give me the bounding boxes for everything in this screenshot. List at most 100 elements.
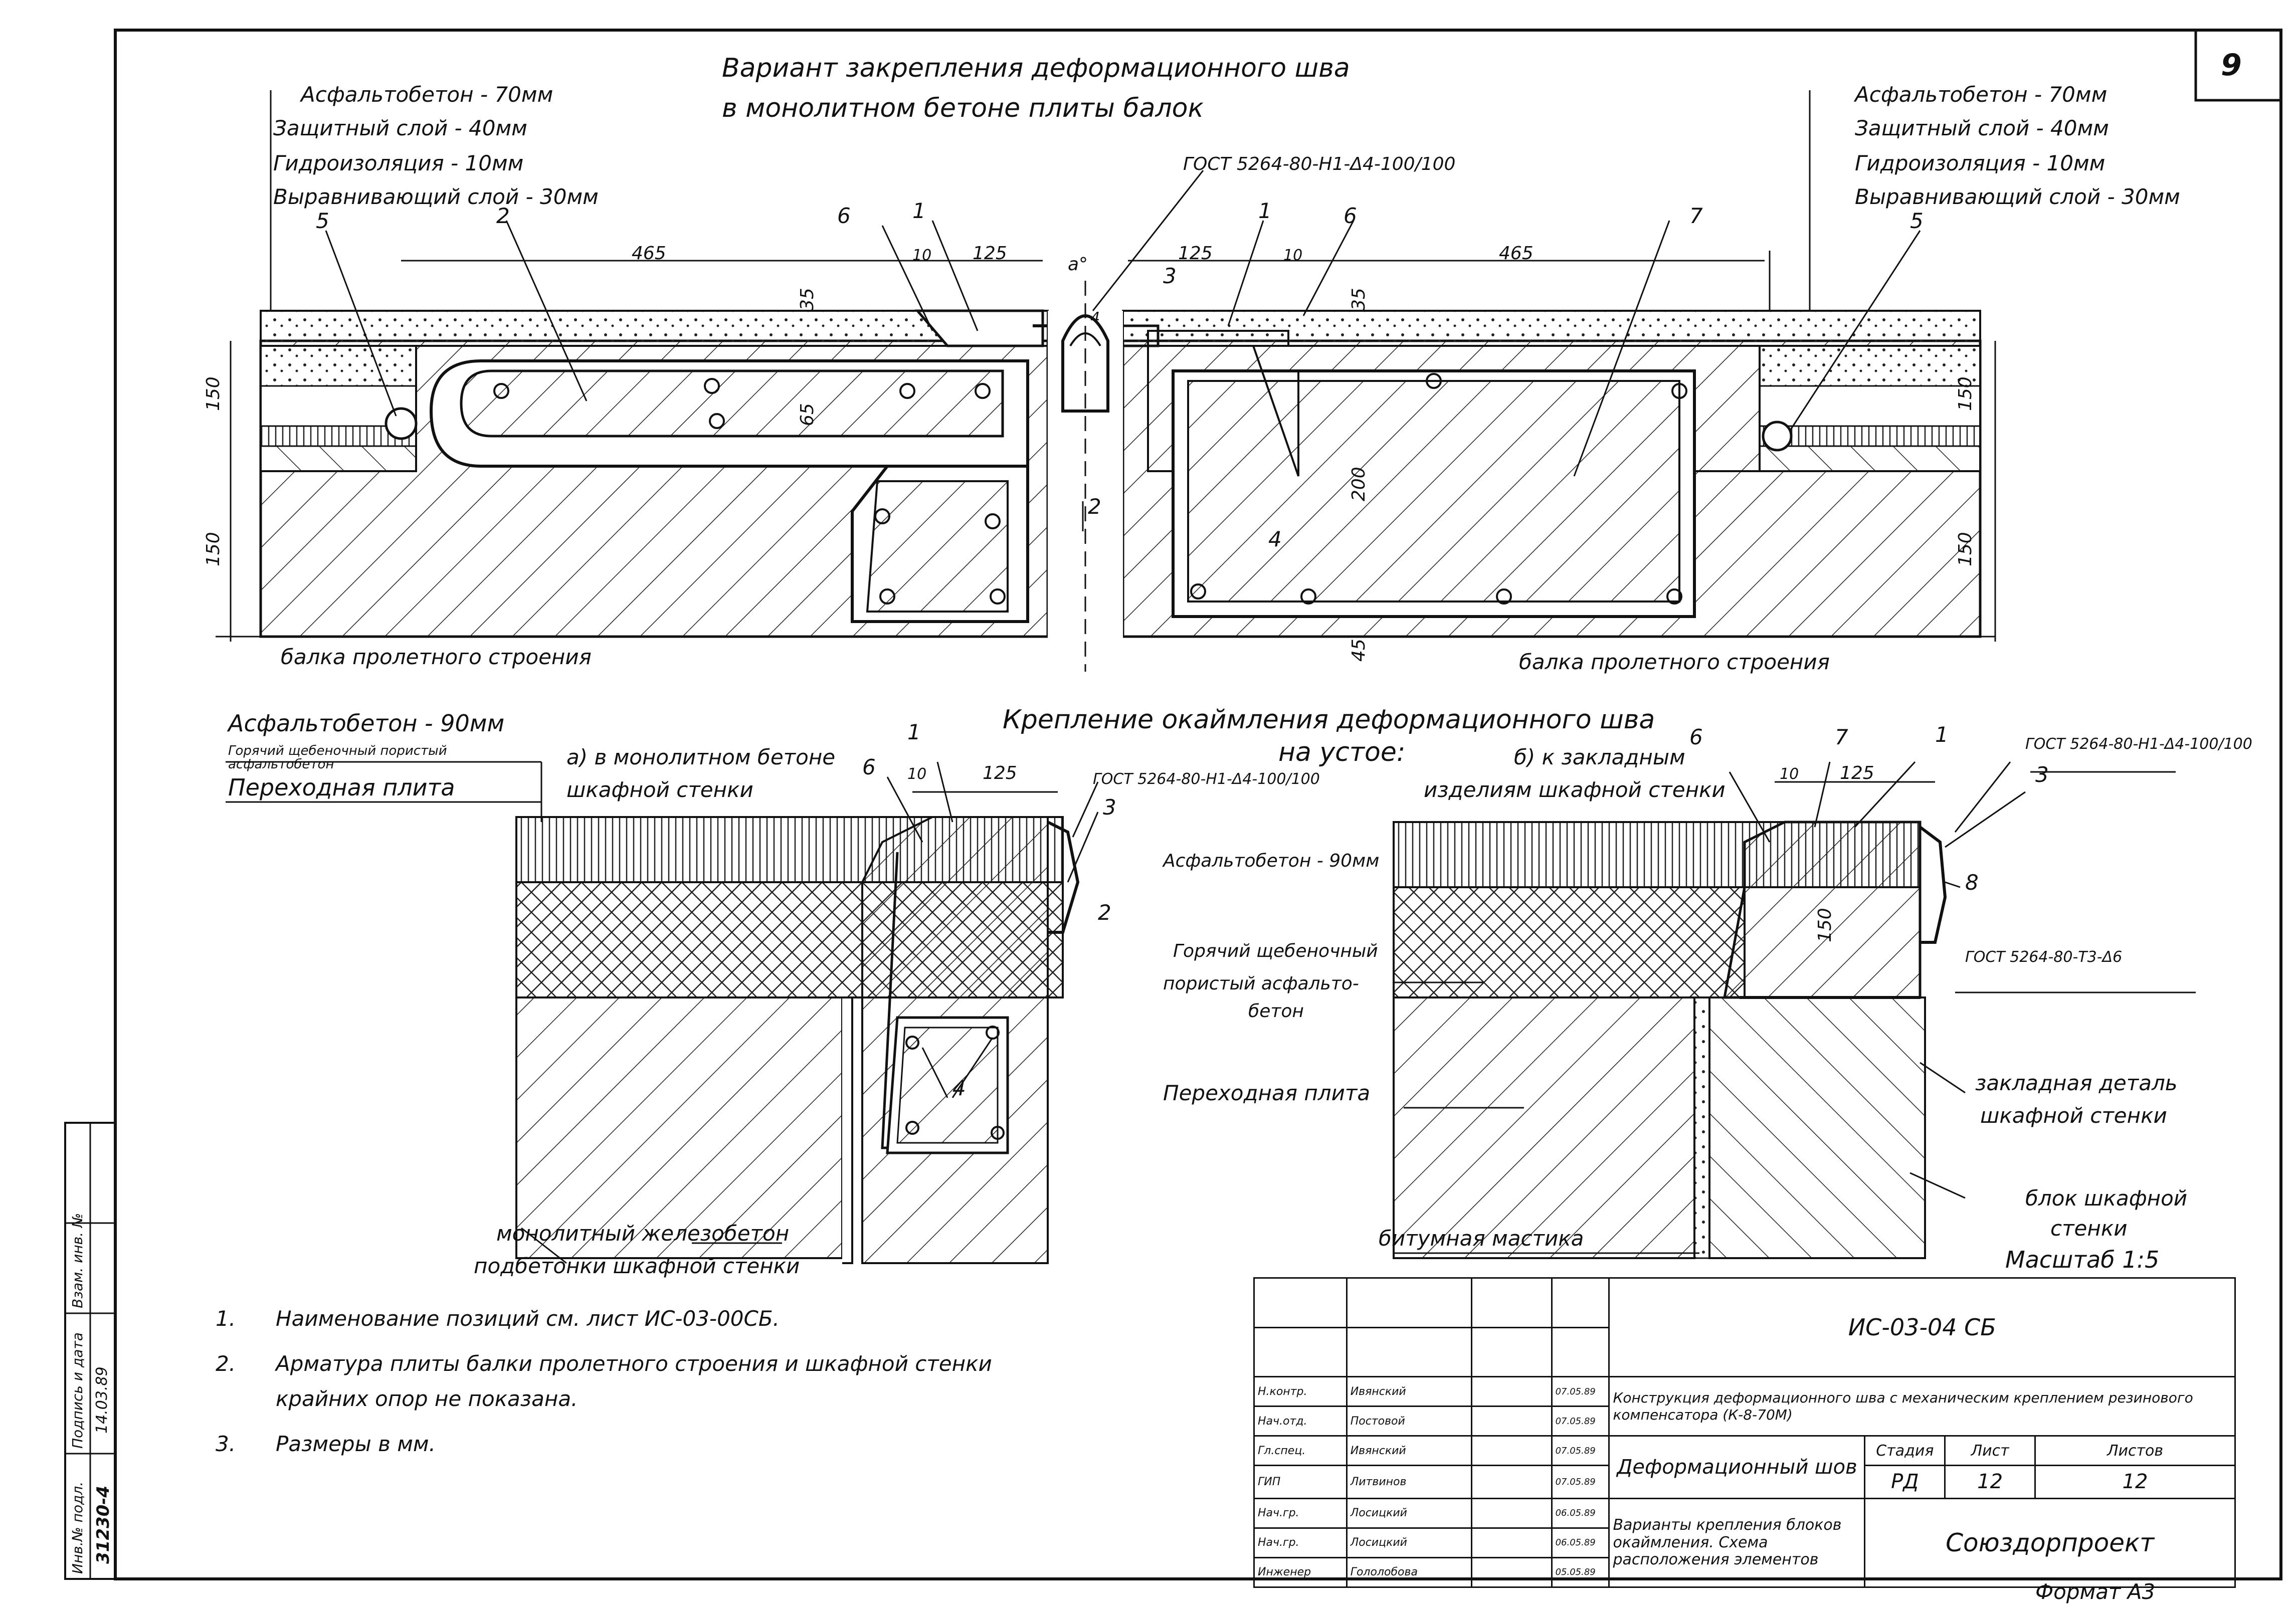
top-gost-label: ГОСТ 5264-80-Н1-Δ4-100/100 bbox=[1183, 154, 1456, 174]
dim-150-a: 150 bbox=[203, 376, 224, 411]
section-a-gost: ГОСТ 5264-80-Н1-Δ4-100/100 bbox=[1093, 770, 1320, 788]
dim-35-left: 35 bbox=[797, 288, 818, 311]
name-0: Ивянский bbox=[1346, 1376, 1473, 1408]
section-a-layer-transition: Переходная плита bbox=[228, 774, 455, 801]
dim-465-left: 465 bbox=[632, 243, 666, 264]
stage-label: Стадия bbox=[1864, 1435, 1946, 1467]
doc-name: Деформационный шов bbox=[1608, 1435, 1866, 1499]
section-a-callout-6: 6 bbox=[862, 755, 876, 779]
dim-125-right: 125 bbox=[1178, 243, 1213, 264]
dim-a-deg: a° bbox=[1068, 254, 1088, 275]
stage-value: РД bbox=[1864, 1465, 1946, 1499]
role-2: Гл.спец. bbox=[1253, 1435, 1348, 1467]
top-title-line2: в монолитном бетоне плиты балок bbox=[722, 93, 1204, 123]
callout-5-left: 5 bbox=[316, 209, 329, 233]
callout-2-bottom: 2 bbox=[1088, 494, 1101, 519]
section-b-title-line1: б) к закладным bbox=[1514, 745, 1685, 769]
section-a-title-line2: шкафной стенки bbox=[566, 777, 753, 802]
section-a-bottom-line2: подбетонки шкафной стенки bbox=[474, 1254, 800, 1278]
outer-frame bbox=[114, 29, 2282, 1580]
dim-10-left: 10 bbox=[912, 247, 932, 264]
section-b-callout-3: 3 bbox=[2035, 762, 2049, 787]
top-title-line1: Вариант закрепления деформационного шва bbox=[722, 53, 1350, 83]
side-stamp-inv: Инв.№ подл. bbox=[69, 1481, 86, 1574]
layer-right-1: Асфальтобетон - 70мм bbox=[1855, 82, 2108, 107]
section-b-callout-1: 1 bbox=[1935, 722, 1949, 747]
sheet-title: Варианты крепления блоков окаймления. Сх… bbox=[1608, 1497, 1866, 1588]
section-b-callout-8: 8 bbox=[1965, 870, 1979, 895]
section-b-dim-10: 10 bbox=[1780, 765, 1799, 783]
title-block: ИС-03-04 СБ Н.контр. Ивянский 07.05.89 К… bbox=[1253, 1277, 2236, 1588]
date-5: 06.05.89 bbox=[1551, 1527, 1610, 1558]
section-b-gost-top: ГОСТ 5264-80-Н1-Δ4-100/100 bbox=[2025, 735, 2252, 753]
section-b-drawing bbox=[1393, 761, 2196, 1259]
section-b-hot-line2: пористый асфальто- bbox=[1163, 973, 1359, 994]
right-seal-circle bbox=[1762, 421, 1793, 452]
layer-right-3: Гидроизоляция - 10мм bbox=[1855, 151, 2106, 175]
section-b-hot-line3: бетон bbox=[1248, 1001, 1304, 1022]
role-4: Нач.гр. bbox=[1253, 1497, 1348, 1529]
dim-200: 200 bbox=[1349, 467, 1369, 501]
doc-description: Конструкция деформационного шва с механи… bbox=[1608, 1376, 2236, 1437]
date-4: 06.05.89 bbox=[1551, 1497, 1610, 1529]
section-a-layer-hot: Горячий щебеночный пористый асфальтобето… bbox=[228, 743, 447, 772]
top-section-drawing bbox=[259, 281, 1982, 672]
side-stamp-date-value: 14.03.89 bbox=[93, 1366, 111, 1434]
section-b-title-line2: изделиям шкафной стенки bbox=[1424, 777, 1726, 802]
sheets-value: 12 bbox=[2034, 1465, 2236, 1499]
section-a-callout-2: 2 bbox=[1098, 900, 1111, 925]
side-stamp-box bbox=[64, 1122, 116, 1580]
sheet-value: 12 bbox=[1944, 1465, 2036, 1499]
dim-35-right: 35 bbox=[1349, 288, 1369, 311]
section-a-layer-asphalt: Асфальтобетон - 90мм bbox=[228, 710, 505, 737]
note-1-text: Наименование позиций см. лист ИС-03-00СБ… bbox=[276, 1306, 780, 1331]
dim-125-left: 125 bbox=[973, 243, 1007, 264]
role-6: Инженер bbox=[1253, 1556, 1348, 1588]
beam-label-right: балка пролетного строения bbox=[1519, 650, 1830, 674]
date-0: 07.05.89 bbox=[1551, 1376, 1610, 1408]
abutment-title-line1: Крепление окаймления деформационного шва bbox=[1003, 705, 1655, 735]
layer-left-3: Гидроизоляция - 10мм bbox=[273, 151, 524, 175]
name-5: Лосицкий bbox=[1346, 1527, 1473, 1558]
side-stamp-podpis: Подпись и дата bbox=[69, 1332, 86, 1449]
left-seal-circle bbox=[385, 407, 418, 440]
section-a-callout-1: 1 bbox=[907, 720, 921, 744]
sheet-number: 9 bbox=[2221, 48, 2242, 83]
section-b-mastic: битумная мастика bbox=[1379, 1226, 1584, 1251]
name-3: Литвинов bbox=[1346, 1465, 1473, 1499]
dim-4: 4 bbox=[1090, 309, 1100, 327]
callout-1-right: 1 bbox=[1258, 198, 1272, 223]
sheet-number-box bbox=[2194, 29, 2282, 102]
format-label: Формат А3 bbox=[2035, 1579, 2156, 1604]
dim-465-right: 465 bbox=[1499, 243, 1534, 264]
callout-3: 3 bbox=[1163, 264, 1177, 288]
abutment-title-line2: на устое: bbox=[1278, 737, 1406, 767]
role-1: Нач.отд. bbox=[1253, 1405, 1348, 1437]
section-a-callout-3: 3 bbox=[1103, 795, 1116, 820]
name-1: Постовой bbox=[1346, 1405, 1473, 1437]
date-2: 07.05.89 bbox=[1551, 1435, 1610, 1467]
sheet-label: Лист bbox=[1944, 1435, 2036, 1467]
note-3-text: Размеры в мм. bbox=[276, 1432, 436, 1456]
name-4: Лосицкий bbox=[1346, 1497, 1473, 1529]
beam-label-left: балка пролетного строения bbox=[281, 645, 592, 669]
section-b-block-line1: блок шкафной bbox=[2025, 1186, 2188, 1211]
layer-left-4: Выравнивающий слой - 30мм bbox=[273, 184, 599, 209]
note-2b-text: крайних опор не показана. bbox=[276, 1386, 578, 1411]
dim-150-b: 150 bbox=[203, 532, 224, 566]
note-2-num: 2. bbox=[216, 1351, 236, 1376]
section-a-title-line1: а) в монолитном бетоне bbox=[566, 745, 836, 769]
role-3: ГИП bbox=[1253, 1465, 1348, 1499]
dim-65: 65 bbox=[797, 403, 818, 426]
section-a-drawing bbox=[226, 761, 1099, 1264]
section-b-callout-6: 6 bbox=[1689, 725, 1703, 749]
section-a-dim-10: 10 bbox=[907, 765, 927, 783]
role-0: Н.контр. bbox=[1253, 1376, 1348, 1408]
note-1-num: 1. bbox=[216, 1306, 236, 1331]
section-b-callout-7: 7 bbox=[1835, 725, 1848, 749]
callout-1-left: 1 bbox=[912, 198, 926, 223]
sheets-label: Листов bbox=[2034, 1435, 2236, 1467]
section-b-gost-t3: ГОСТ 5264-80-Т3-Δ6 bbox=[1965, 948, 2123, 966]
callout-4: 4 bbox=[1268, 527, 1282, 551]
dim-150-d: 150 bbox=[1955, 532, 1976, 566]
